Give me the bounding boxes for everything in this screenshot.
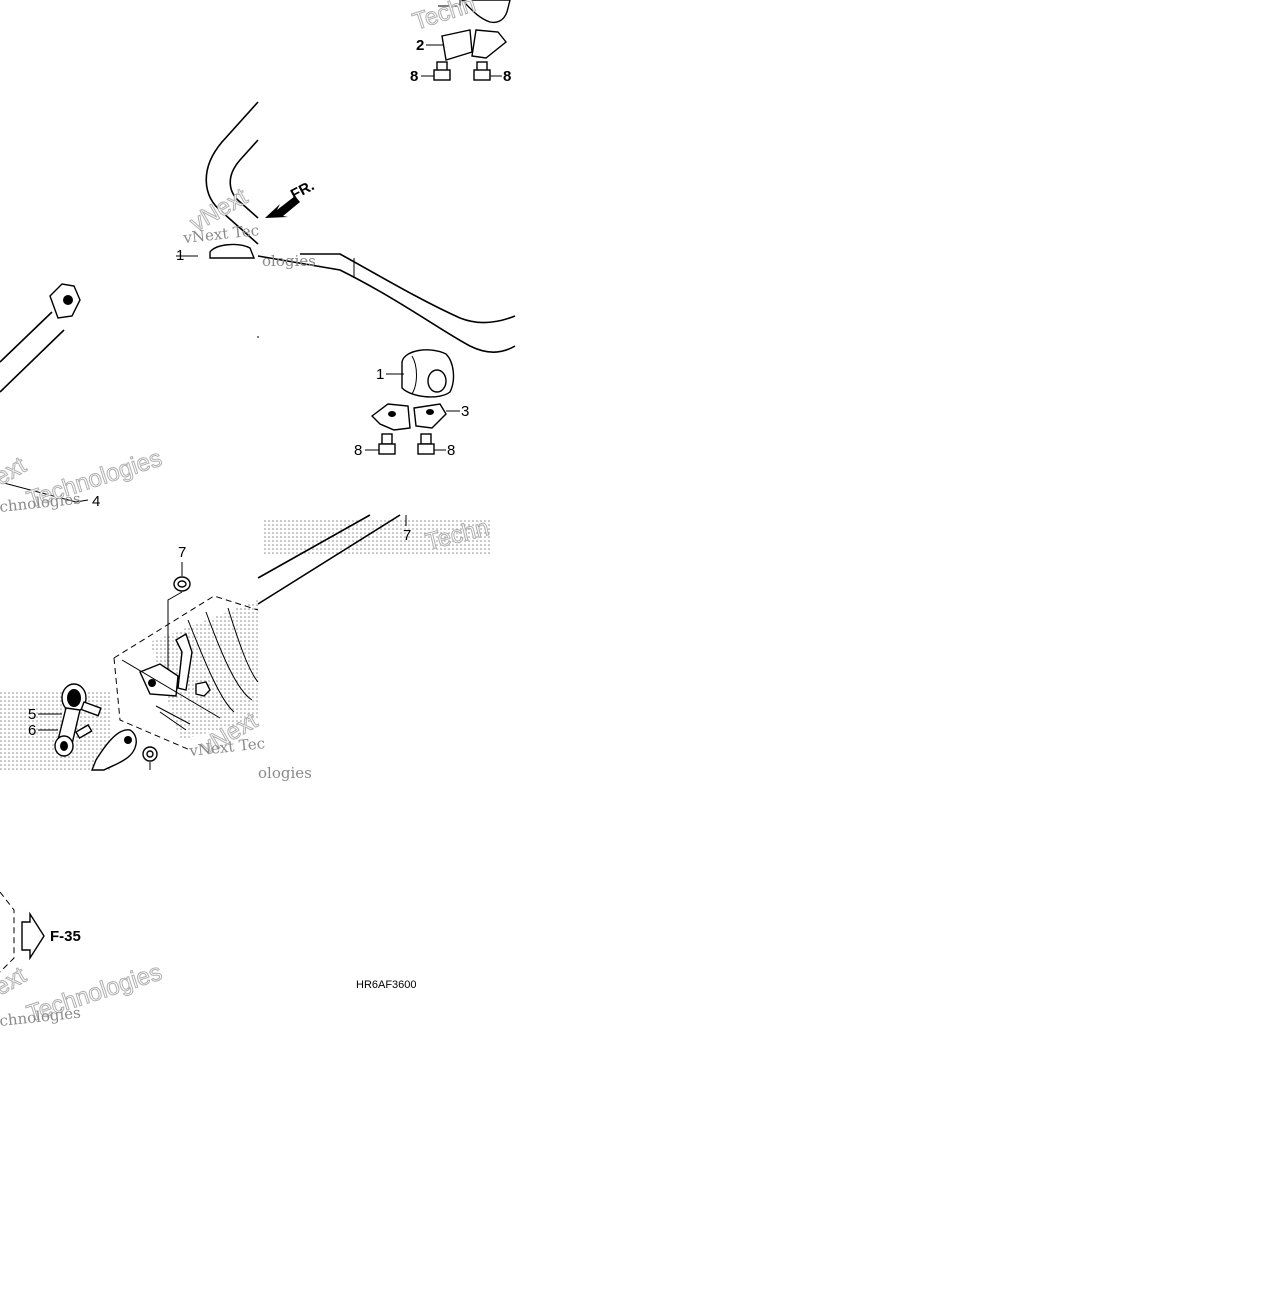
stabilizer-bar-lower: 7 Techn — [257, 514, 492, 605]
callout-1: 1 — [376, 366, 384, 383]
holder-3 — [370, 403, 447, 431]
callout-2: 2 — [416, 37, 424, 54]
middle-clamp-group: ologies 1 3 8 8 — [257, 252, 516, 459]
callout-5: 5 — [28, 706, 36, 723]
bolt-8-left — [433, 61, 451, 81]
part-code: HR6AF3600 — [356, 979, 417, 991]
callout-3: 3 — [461, 403, 469, 420]
reference-link[interactable]: F-35 — [50, 928, 81, 945]
watermark-ologies: ologies — [262, 252, 316, 270]
holder-2-right — [471, 29, 507, 59]
lower-watermark: ologies — [258, 764, 312, 782]
callout-7-left: 7 — [178, 544, 186, 561]
callout-8d: 8 — [447, 442, 455, 459]
bushing-1-upper — [461, 0, 511, 24]
holder-2-left — [441, 29, 473, 61]
watermark-chnologies-1: chnologies — [0, 490, 82, 516]
link-assembly: 7 5 6 — [0, 544, 266, 771]
callout-7-right: 7 — [403, 527, 411, 544]
bushing-1 — [401, 349, 455, 398]
callout-4: 4 — [92, 493, 100, 510]
link-5 — [54, 683, 102, 757]
callout-6: 6 — [28, 722, 36, 739]
callout-1-cut: 1 — [176, 247, 184, 264]
stabilizer-bar-end: 4 ext Technologies chnologies — [0, 283, 259, 516]
bracket — [139, 632, 193, 697]
watermark-ologies-2: ologies — [258, 764, 312, 782]
small-nut — [195, 681, 211, 697]
bolt-8-mid-right — [417, 433, 435, 455]
reference-section: F-35 ext Technologies chnologies — [0, 891, 166, 1030]
nut-7-lower — [142, 746, 158, 762]
bolt-8-mid-left — [378, 433, 396, 455]
callout-8a: 8 — [410, 68, 418, 85]
callout-8c: 8 — [354, 442, 362, 459]
stabilizer-bar-upper: FR. vNext Tec vNext 1 — [176, 101, 317, 264]
callout-8b: 8 — [503, 68, 511, 85]
watermark-chnologies-2: chnologies — [0, 1004, 82, 1030]
upper-clamp-group: 2 8 8 Techn — [409, 0, 511, 85]
front-arrow: FR. — [265, 177, 317, 218]
nut-7 — [173, 576, 191, 592]
watermark-ext-1: ext — [0, 452, 31, 492]
bushing-1-cut — [209, 243, 256, 259]
reference-arrow-icon — [21, 911, 45, 961]
bolt-8-right — [473, 61, 491, 81]
